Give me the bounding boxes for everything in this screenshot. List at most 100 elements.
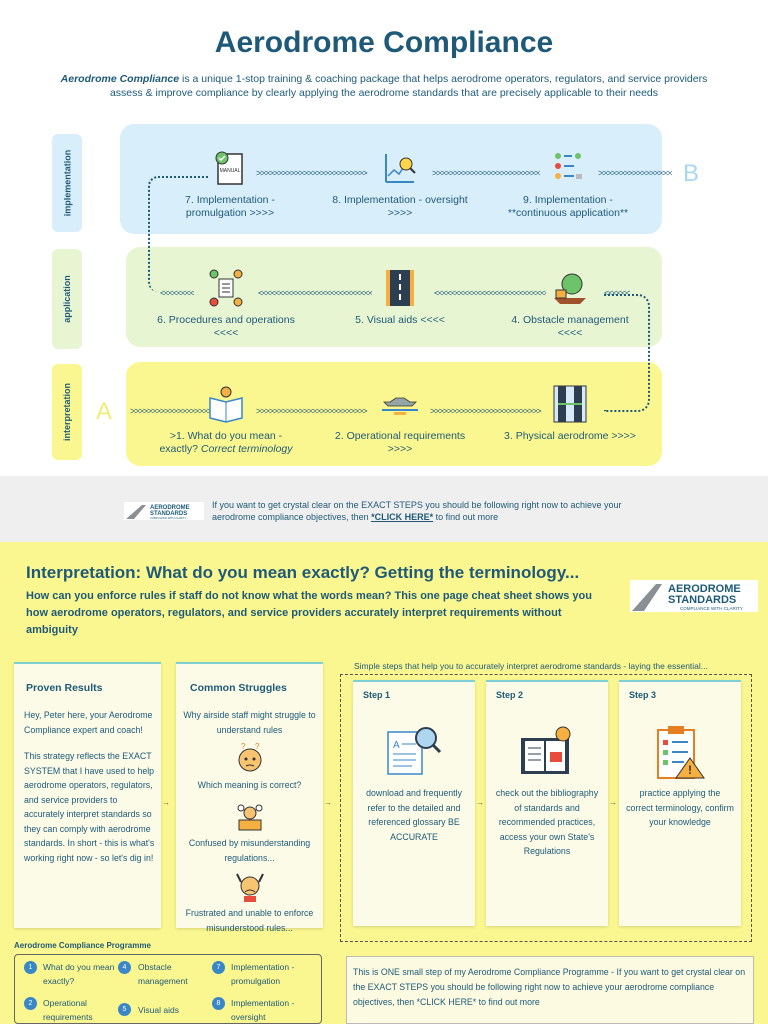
node-4-label: 4. Obstacle management <<<< <box>511 314 629 339</box>
struggle-2: Confused by misunderstanding regulations… <box>188 838 311 863</box>
step-2-heading: Step 2 <box>496 690 524 700</box>
arrows-7-8: >>>>>>>>>>>>>>>>>>>>>>>>>> <box>256 168 368 178</box>
svg-text:?: ? <box>255 742 260 751</box>
arrow-connector-3: → <box>476 798 484 807</box>
node-9[interactable]: 9. Implementation - **continuous applica… <box>498 148 638 220</box>
programme-title: Aerodrome Compliance Programme <box>14 941 151 950</box>
airplane-icon <box>382 397 418 415</box>
node-1[interactable]: >1. What do you mean - exactly? Correct … <box>156 384 296 456</box>
panel-title: Interpretation: What do you mean exactly… <box>26 563 580 582</box>
connector-6-7 <box>148 176 208 292</box>
end-mark-b: B <box>683 160 700 187</box>
node-6[interactable]: 6. Procedures and operations <<<< <box>156 268 296 340</box>
node-6-label: 6. Procedures and operations <<<< <box>157 314 295 339</box>
lane-implementation <box>120 124 662 234</box>
programme-item-number: 1 <box>24 961 37 974</box>
node-8[interactable]: 8. Implementation - oversight >>>> <box>330 148 470 220</box>
node-5[interactable]: 5. Visual aids <<<< <box>330 268 470 327</box>
procedures-icon <box>209 269 243 307</box>
programme-cta-box[interactable]: This is ONE small step of my Aerodrome C… <box>346 956 754 1024</box>
connector-3-4 <box>604 294 650 412</box>
page-title: Aerodrome Compliance <box>214 26 554 59</box>
programme-item-number: 2 <box>24 997 37 1010</box>
step-1-body: download and frequently refer to the det… <box>366 788 462 842</box>
programme-item-number: 7 <box>212 961 225 974</box>
arrows-5-6: <<<<<<<<<<<<<<<<<<<<<<<<<<<< <box>258 288 372 298</box>
svg-text:AERODROME: AERODROME <box>668 583 741 595</box>
programme-item-label: Visual aids <box>138 1005 179 1015</box>
arrows-right-4: <<<<<<<<<<<<<<<<<<<<<<<<<<<< <box>604 288 630 298</box>
runway-icon <box>386 270 414 306</box>
arrows-6-left: <<<<<<<<<<<<<<<<<<<<<<<<<<<< <box>160 288 194 298</box>
lane-label-implementation: implementation <box>52 134 82 232</box>
step-1-heading: Step 1 <box>363 690 391 700</box>
svg-text:AERODROME: AERODROME <box>150 505 190 511</box>
proven-results-text: This strategy reflects the EXACT SYSTEM … <box>24 751 155 863</box>
arrows-8-9: >>>>>>>>>>>>>>>>>>>>>>>>>> <box>432 168 540 178</box>
step-2-body: check out the bibliography of standards … <box>495 788 599 856</box>
steps-title: Simple steps that help you to accurately… <box>354 661 708 671</box>
steps-frame <box>340 674 752 942</box>
programme-list: 1 What do you mean exactly? 2 Operationa… <box>14 954 322 1024</box>
manual-icon: MANUAL <box>215 151 243 185</box>
cta-click-here-link[interactable]: *CLICK HERE* <box>371 512 434 522</box>
start-mark-a: A <box>96 398 113 425</box>
struggle-1: Which meaning is correct? <box>197 780 302 790</box>
svg-text:MANUAL: MANUAL <box>220 168 241 174</box>
svg-text:!: ! <box>688 763 692 777</box>
node-9-label: 9. Implementation - **continuous applica… <box>507 194 629 219</box>
intro-rest: is a unique 1-stop training & coaching p… <box>109 73 708 99</box>
svg-text:STANDARDS: STANDARDS <box>150 511 187 517</box>
node-7-label: 7. Implementation - promulgation >>>> <box>185 194 275 219</box>
step-3-heading: Step 3 <box>629 690 657 700</box>
proven-results-intro: Hey, Peter here, your Aerodrome Complian… <box>24 710 153 735</box>
proven-results-body: Hey, Peter here, your Aerodrome Complian… <box>24 708 156 865</box>
checklist-icon <box>555 153 582 179</box>
programme-item-label: Implementation - promulgation <box>231 962 295 986</box>
step-card-3: Step 3 ! practice applying the correct t… <box>619 680 741 926</box>
programme-item-number: 5 <box>118 1003 131 1016</box>
programme-item-label: What do you mean exactly? <box>43 962 115 986</box>
proven-results-heading: Proven Results <box>26 682 103 694</box>
svg-text:STANDARDS: STANDARDS <box>668 594 736 606</box>
node-2[interactable]: 2. Operational requirements >>>> <box>330 384 470 456</box>
arrow-connector-1: → <box>162 798 170 807</box>
programme-item-label: Implementation - oversight <box>231 998 295 1022</box>
step-card-2: Step 2 check out the bibliography of sta… <box>486 680 608 926</box>
arrow-connector-2: → <box>324 798 332 807</box>
node-4[interactable]: 4. Obstacle management <<<< <box>500 268 640 340</box>
node-1-label: >1. What do you mean - exactly? <box>159 430 283 455</box>
node-5-label: 5. Visual aids <<<< <box>355 314 445 326</box>
book-lightbulb-icon <box>209 386 243 423</box>
confused-worker-icon <box>237 804 263 831</box>
programme-item-number: 4 <box>118 961 131 974</box>
svg-text:?: ? <box>241 742 246 751</box>
aerodrome-standards-logo[interactable]: AERODROME STANDARDS COMPLIANCE WITH CLAR… <box>630 580 758 612</box>
open-book-lightbulb-icon <box>521 726 571 774</box>
node-1-emphasis: Correct terminology <box>200 443 293 455</box>
node-7[interactable]: MANUAL 7. Implementation - promulgation … <box>160 148 300 220</box>
struggle-3: Frustrated and unable to enforce misunde… <box>185 908 314 933</box>
aerodrome-standards-logo-small[interactable]: AERODROME STANDARDS COMPLIANCE WITH CLAR… <box>124 502 204 520</box>
checklist-clipboard-icon: ! <box>657 726 705 779</box>
node-2-label: 2. Operational requirements >>>> <box>334 430 466 455</box>
intro-text: Aerodrome Compliance is a unique 1-stop … <box>60 72 708 100</box>
arrows-1-2: >>>>>>>>>>>>>>>>>>>>>>>>>> <box>256 406 368 416</box>
aerodrome-layout-icon <box>553 385 587 423</box>
programme-item-number: 8 <box>212 997 225 1010</box>
step-card-1: Step 1 A download and frequently refer t… <box>353 680 475 926</box>
arrow-connector-4: → <box>609 798 617 807</box>
common-struggles-card: Common Struggles Why airside staff might… <box>176 662 323 933</box>
cta-text-before: If you want to get crystal clear on the … <box>212 500 622 522</box>
node-3[interactable]: 3. Physical aerodrome >>>> <box>500 384 640 443</box>
svg-text:COMPLIANCE WITH CLARITY: COMPLIANCE WITH CLARITY <box>680 606 743 611</box>
arrows-9-b: >>>>>>>>>>>>>>>>>>>>>>>>>> <box>598 168 672 178</box>
programme-item-label: Obstacle management <box>138 962 188 986</box>
confused-face-icon: ? ? <box>238 742 262 772</box>
intro-brand: Aerodrome Compliance <box>60 73 180 85</box>
proven-results-card: Proven Results Hey, Peter here, your Aer… <box>14 662 161 928</box>
frustrated-person-icon <box>236 873 264 902</box>
common-struggles-heading: Common Struggles <box>190 682 287 694</box>
svg-text:COMPLIANCE WITH CLARITY: COMPLIANCE WITH CLARITY <box>150 516 186 520</box>
node-3-label: 3. Physical aerodrome >>>> <box>504 430 636 442</box>
